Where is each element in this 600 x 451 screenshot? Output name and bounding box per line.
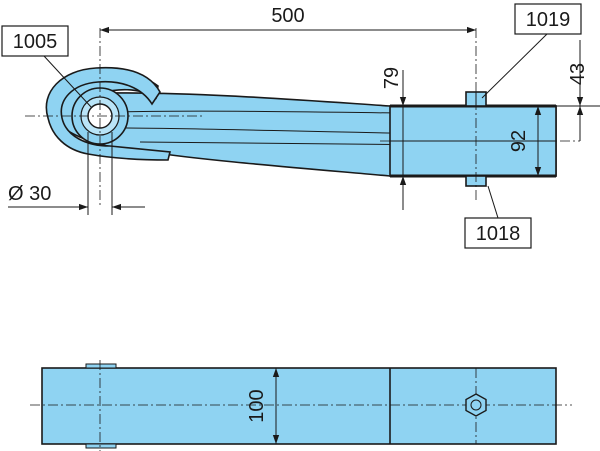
top-view — [30, 360, 572, 451]
dim-width: 100 — [246, 368, 280, 444]
dim-length-label: 500 — [271, 5, 304, 27]
dim-pad-height: 43 — [556, 40, 600, 141]
dim-bore: Ø 30 — [8, 132, 145, 215]
eye-wrap — [45, 66, 172, 161]
tag-1005-label: 1005 — [13, 31, 58, 53]
dim-width-label: 100 — [246, 389, 268, 422]
tag-1005-box — [1, 25, 69, 57]
bolt-shank — [470, 399, 482, 411]
tag-1018-leader — [487, 185, 499, 219]
dim-thickness-label: 92 — [508, 130, 530, 152]
eye-projection-bottom — [85, 443, 117, 449]
tag-1005: 1005 — [1, 25, 93, 109]
dim-thickness: 92 — [508, 106, 542, 176]
dim-bore-label: Ø 30 — [8, 183, 51, 205]
hex-nut-icon — [465, 393, 487, 417]
tag-1019-leader — [481, 33, 548, 99]
tag-1018-box — [464, 217, 532, 249]
tag-1018-label: 1018 — [476, 223, 521, 245]
dim-length: 500 — [100, 5, 476, 34]
tag-1019-label: 1019 — [526, 9, 571, 31]
tag-1005-leader — [43, 55, 93, 109]
eye-projection-top — [85, 363, 117, 369]
side-view — [25, 28, 580, 205]
tag-1019: 1019 — [481, 3, 582, 99]
dim-eye-height-label: 79 — [381, 67, 403, 89]
dim-eye-height: 79 — [381, 67, 407, 210]
tag-1018: 1018 — [464, 185, 532, 249]
dim-pad-height-label: 43 — [567, 63, 589, 85]
tag-1019-box — [514, 3, 582, 35]
